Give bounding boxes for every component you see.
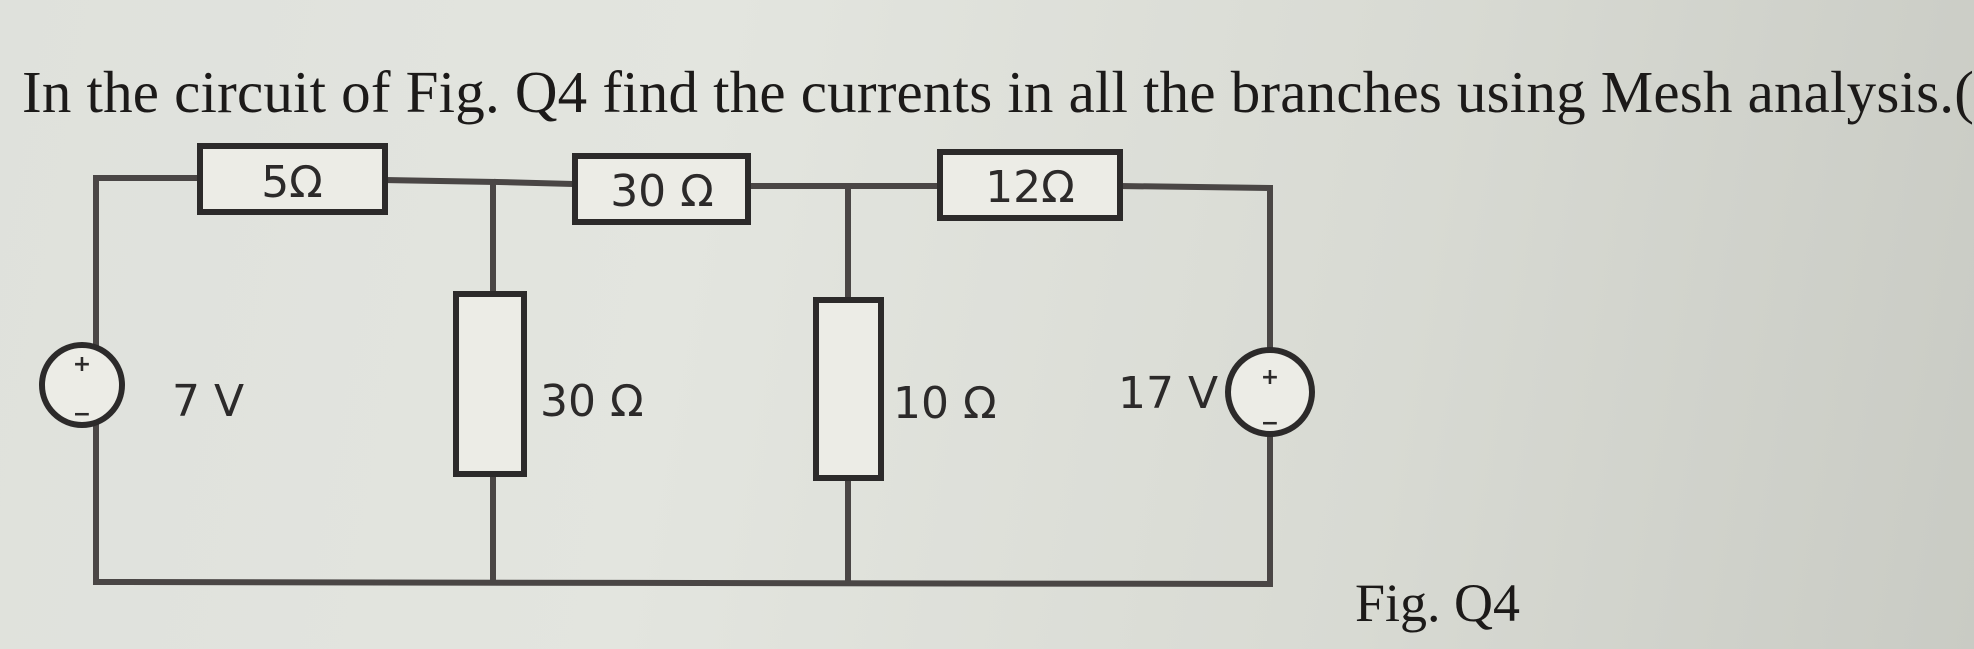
figure-caption: Fig. Q4 <box>1355 573 1521 633</box>
resistor-30-ohm-top <box>572 153 751 225</box>
voltage-source-7v: + − <box>39 342 125 428</box>
resistor-12-ohm-label: 12Ω <box>985 162 1075 213</box>
circuit-diagram: 5Ω 30 Ω 12Ω 30 Ω 10 Ω + − 7 V + − 17 V <box>39 143 1315 588</box>
resistor-30-ohm-shunt <box>453 291 527 477</box>
wire-top-3 <box>493 178 579 188</box>
wire-top-2 <box>381 176 497 186</box>
resistor-10-ohm-shunt-label: 10 Ω <box>893 378 997 429</box>
resistor-30-ohm-top-label: 30 Ω <box>610 166 714 217</box>
source-7v-plus: + <box>73 352 91 377</box>
wire-bottom <box>92 578 1274 588</box>
resistor-12-ohm <box>937 149 1123 221</box>
resistor-5-ohm <box>197 143 388 215</box>
source-17v-minus: − <box>1261 411 1279 436</box>
source-7v-minus: − <box>73 402 91 427</box>
wire-top-5 <box>1116 182 1273 353</box>
source-17v-label: 17 V <box>1118 368 1218 419</box>
source-7v-label: 7 V <box>172 376 244 427</box>
source-17v-plus: + <box>1261 365 1279 390</box>
circuit-wires <box>92 175 1274 588</box>
resistor-30-ohm-shunt-label: 30 Ω <box>540 376 644 427</box>
voltage-source-17v: + − <box>1225 347 1315 437</box>
resistor-5-ohm-label: 5Ω <box>261 157 323 208</box>
question-text: In the circuit of Fig. Q4 find the curre… <box>22 59 1974 125</box>
resistor-10-ohm-shunt <box>813 297 884 481</box>
